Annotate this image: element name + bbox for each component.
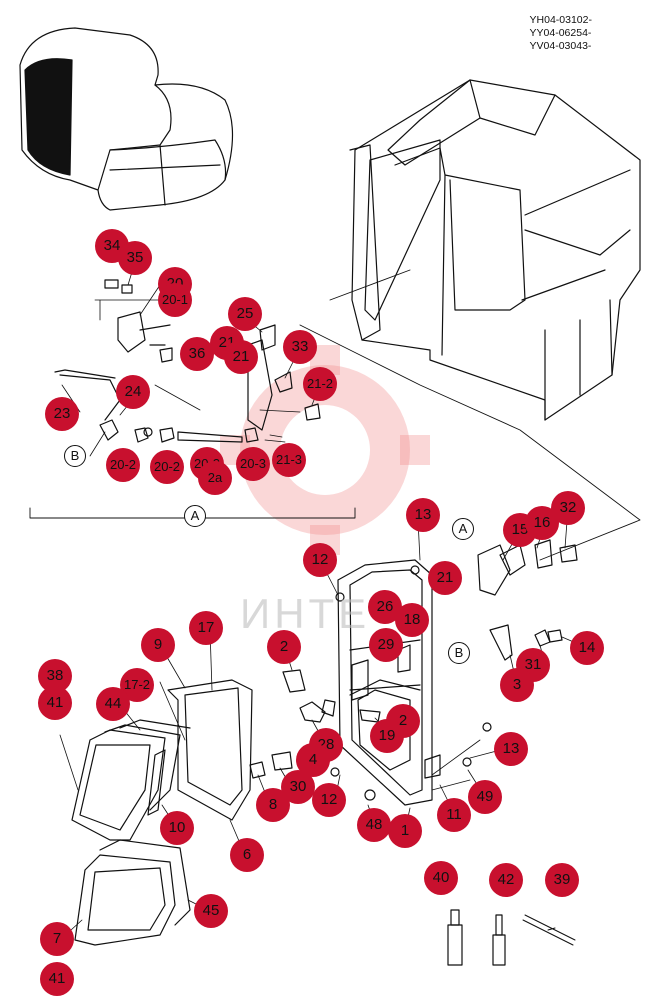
part-callout[interactable]: 11 bbox=[437, 798, 471, 832]
model-code-1: YH04-03102- bbox=[529, 14, 592, 26]
part-callout[interactable]: 45 bbox=[194, 894, 228, 928]
part-callout[interactable]: 42 bbox=[489, 863, 523, 897]
part-callout[interactable]: 25 bbox=[228, 297, 262, 331]
model-code-list: YH04-03102- YY04-06254- YV04-03043- bbox=[530, 14, 592, 53]
watermark-text: ИНТЕ bbox=[240, 590, 371, 637]
part-callout[interactable]: 14 bbox=[570, 631, 604, 665]
small-fasteners bbox=[143, 427, 492, 801]
part-callout[interactable]: 7 bbox=[40, 922, 74, 956]
part-callout[interactable]: 35 bbox=[118, 241, 152, 275]
part-callout[interactable]: 13 bbox=[406, 498, 440, 532]
part-callout[interactable]: 19 bbox=[370, 719, 404, 753]
part-callout[interactable]: 20-2 bbox=[106, 448, 140, 482]
part-callout[interactable]: 8 bbox=[256, 788, 290, 822]
part-callout[interactable]: 31 bbox=[516, 648, 550, 682]
door-hardware bbox=[249, 539, 578, 779]
window-glass-parts bbox=[71, 679, 253, 946]
detail-letter-a-door: A bbox=[452, 518, 474, 540]
part-callout[interactable]: 21-2 bbox=[303, 367, 337, 401]
part-callout[interactable]: 44 bbox=[96, 687, 130, 721]
cab-frame bbox=[349, 79, 641, 421]
part-callout[interactable]: 18 bbox=[395, 603, 429, 637]
part-callout[interactable]: 41 bbox=[38, 686, 72, 720]
part-callout[interactable]: 12 bbox=[303, 543, 337, 577]
part-callout[interactable]: 20-1 bbox=[158, 283, 192, 317]
part-callout[interactable]: 49 bbox=[468, 780, 502, 814]
leader-frame-to-detail bbox=[299, 269, 641, 561]
model-code-2: YY04-06254- bbox=[529, 27, 592, 39]
part-callout[interactable]: 21 bbox=[224, 340, 258, 374]
part-callout[interactable]: 23 bbox=[45, 397, 79, 431]
part-callout[interactable]: 2a bbox=[198, 461, 232, 495]
cab-thumbnail bbox=[19, 27, 234, 211]
part-callout[interactable]: 24 bbox=[116, 375, 150, 409]
part-callout[interactable]: 10 bbox=[160, 811, 194, 845]
part-callout[interactable]: 41 bbox=[40, 962, 74, 996]
part-callout[interactable]: 3 bbox=[500, 668, 534, 702]
part-callout[interactable]: 20-3 bbox=[236, 447, 270, 481]
detail-letter-b-latch: B bbox=[64, 445, 86, 467]
detail-letter-b-door: B bbox=[448, 642, 470, 664]
door-assembly bbox=[337, 559, 481, 806]
part-callout[interactable]: 33 bbox=[283, 330, 317, 364]
part-callout[interactable]: 20-2 bbox=[150, 450, 184, 484]
part-callout[interactable]: 26 bbox=[368, 590, 402, 624]
part-callout[interactable]: 48 bbox=[357, 808, 391, 842]
part-callout[interactable]: 13 bbox=[494, 732, 528, 766]
part-callout[interactable]: 17 bbox=[189, 611, 223, 645]
part-callout[interactable]: 21-3 bbox=[272, 443, 306, 477]
part-callout[interactable]: 39 bbox=[545, 863, 579, 897]
latch-parts bbox=[54, 279, 321, 443]
part-callout[interactable]: 21 bbox=[428, 561, 462, 595]
part-callout[interactable]: 1 bbox=[388, 814, 422, 848]
part-callout[interactable]: 2 bbox=[267, 630, 301, 664]
part-callout[interactable]: 9 bbox=[141, 628, 175, 662]
part-callout[interactable]: 36 bbox=[180, 337, 214, 371]
part-callout[interactable]: 32 bbox=[551, 491, 585, 525]
part-callout[interactable]: 40 bbox=[424, 861, 458, 895]
part-callout[interactable]: 6 bbox=[230, 838, 264, 872]
model-code-3: YV04-03043- bbox=[529, 40, 592, 52]
part-callout[interactable]: 29 bbox=[369, 628, 403, 662]
part-callout[interactable]: 12 bbox=[312, 783, 346, 817]
detail-letter-a-bracket: A bbox=[184, 505, 206, 527]
consumables bbox=[447, 909, 576, 966]
